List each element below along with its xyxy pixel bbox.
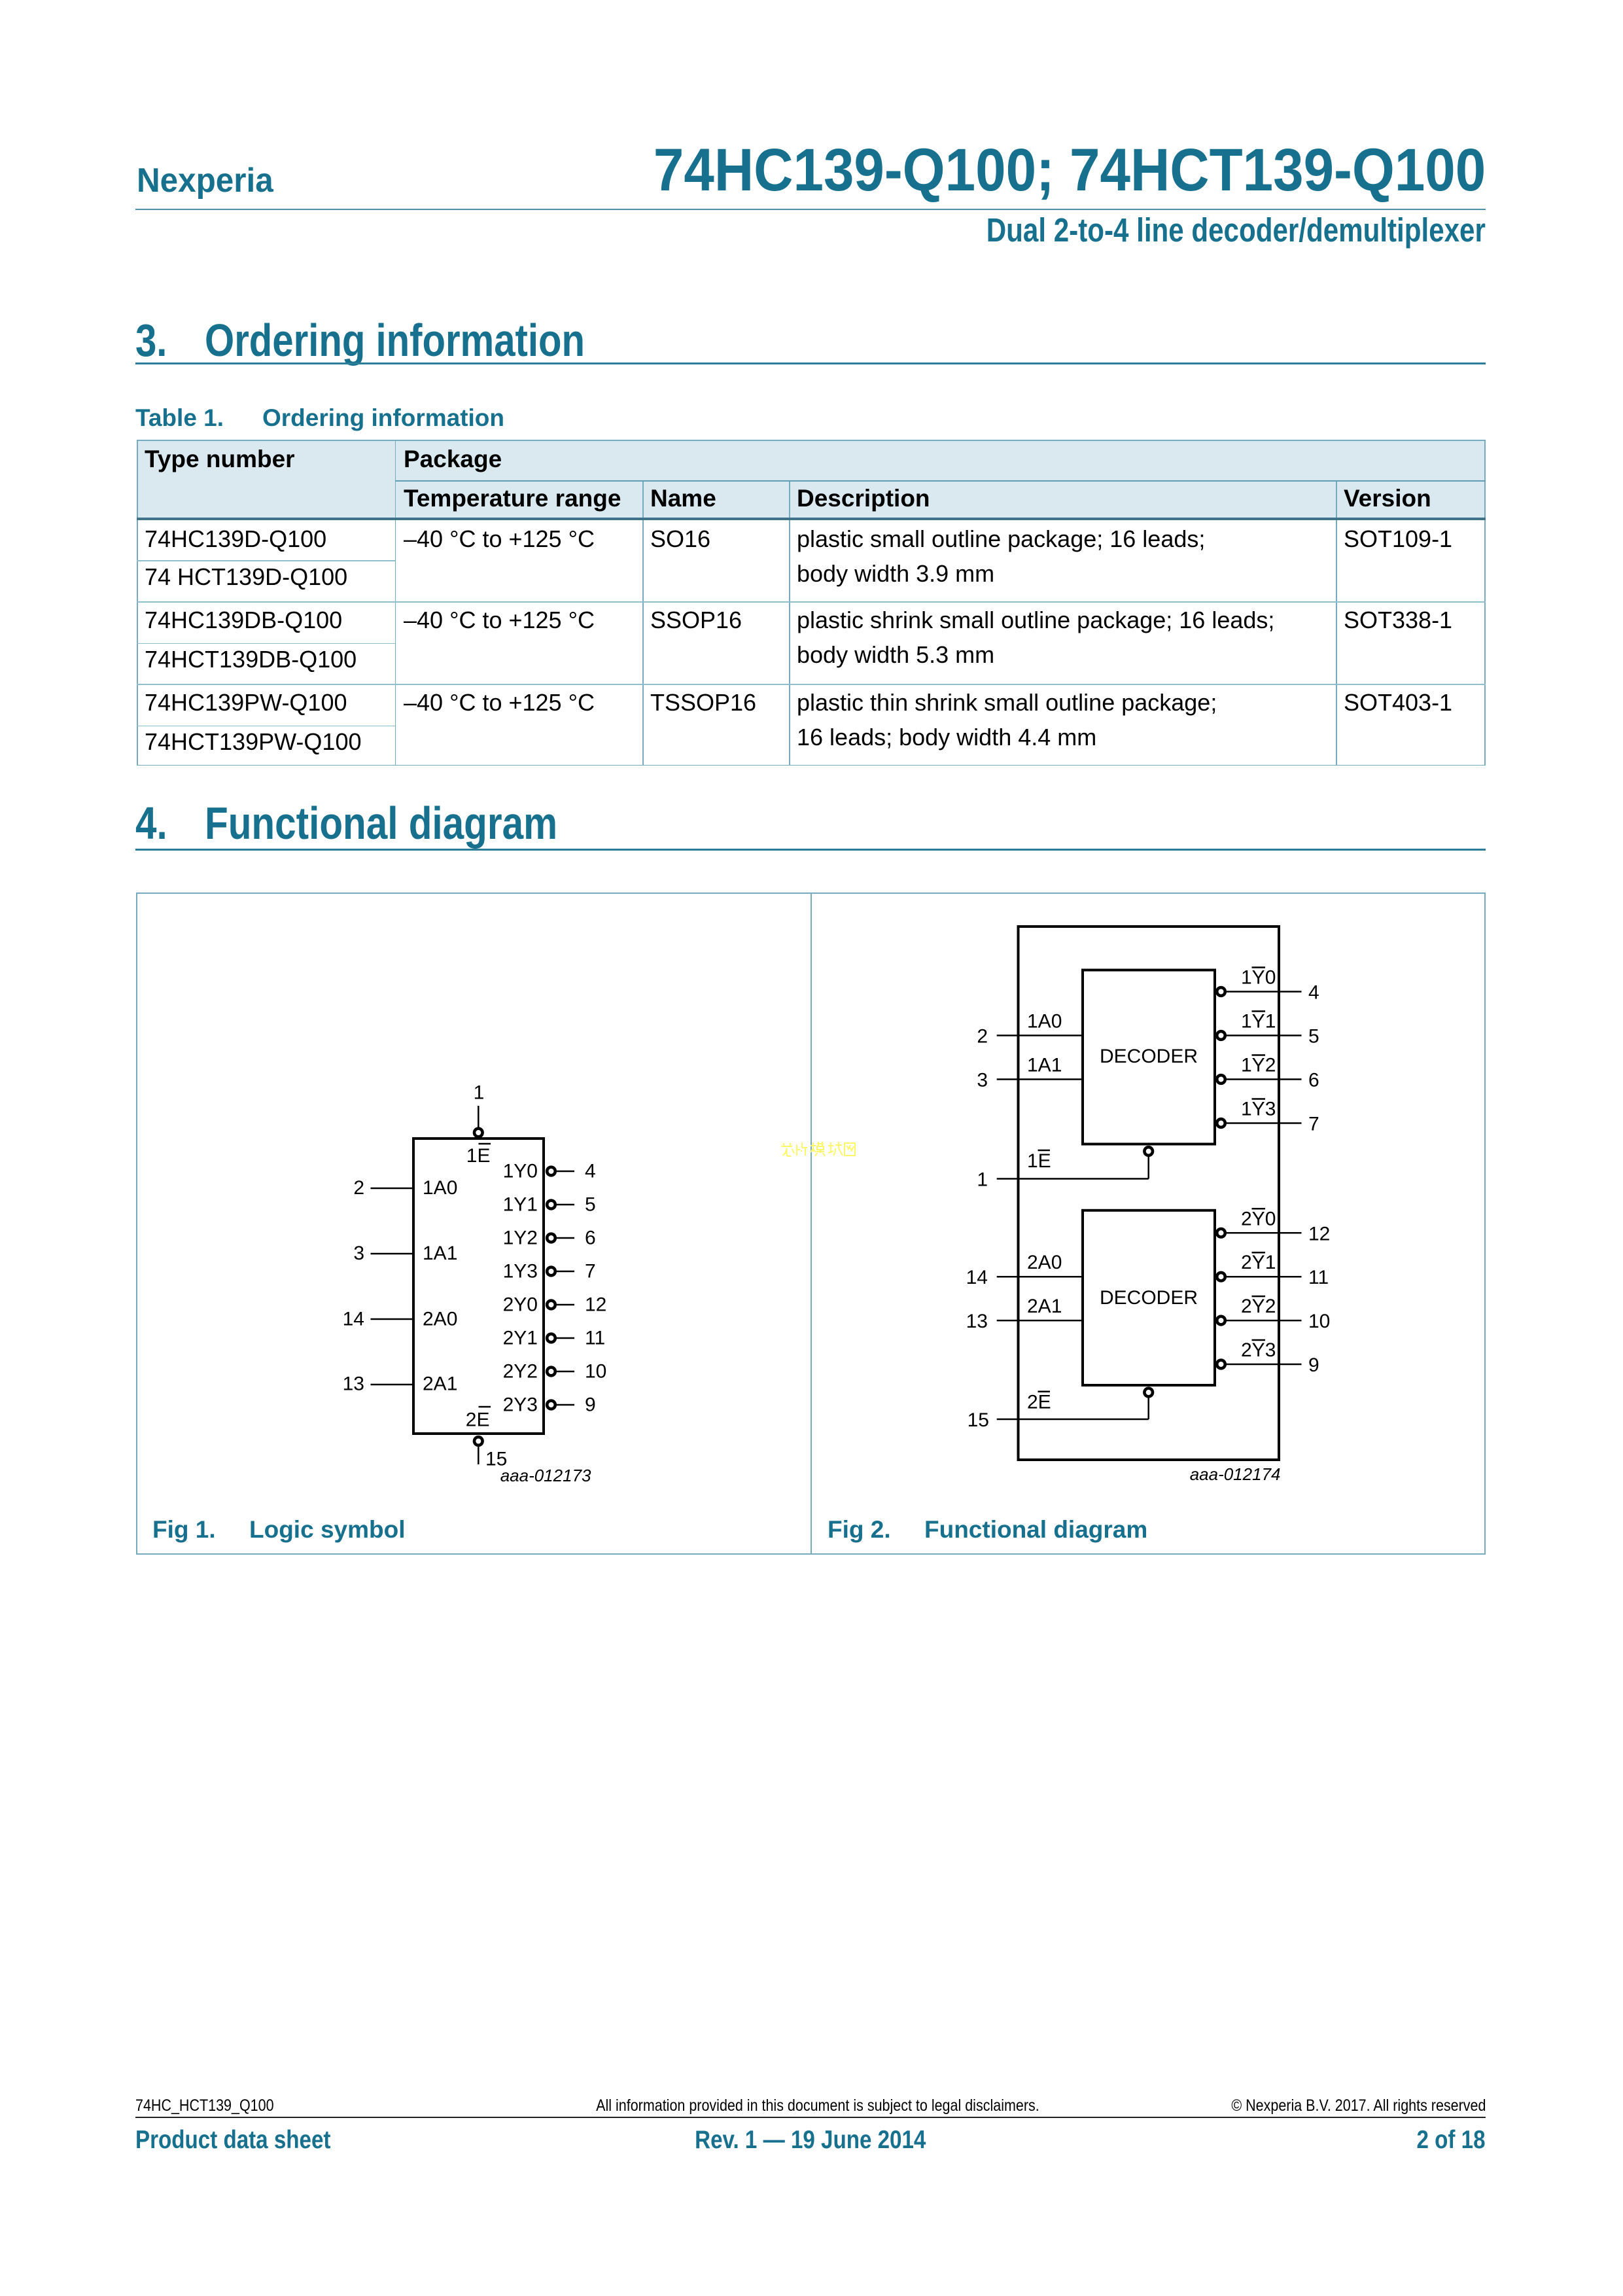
svg-text:6: 6 (1308, 1070, 1319, 1091)
svg-text:9: 9 (1308, 1354, 1319, 1376)
svg-text:2Y1: 2Y1 (503, 1327, 538, 1349)
svg-text:7: 7 (585, 1260, 596, 1282)
svg-text:14: 14 (966, 1267, 988, 1288)
svg-text:1Y2: 1Y2 (503, 1227, 538, 1248)
svg-text:2Y3: 2Y3 (1241, 1339, 1276, 1361)
svg-text:1Y3: 1Y3 (1241, 1099, 1276, 1120)
svg-text:1E: 1E (1027, 1150, 1051, 1172)
svg-text:13: 13 (966, 1311, 988, 1332)
svg-text:12: 12 (585, 1294, 606, 1315)
svg-text:1Y1: 1Y1 (1241, 1011, 1276, 1033)
svg-text:1Y0: 1Y0 (1241, 967, 1276, 989)
svg-text:11: 11 (585, 1327, 605, 1349)
svg-text:6: 6 (585, 1227, 596, 1248)
svg-text:9: 9 (585, 1394, 596, 1415)
svg-text:2Y1: 2Y1 (1241, 1252, 1276, 1273)
svg-text:2A0: 2A0 (423, 1309, 457, 1330)
svg-text:1A0: 1A0 (423, 1177, 457, 1199)
svg-text:aaa-012173: aaa-012173 (500, 1466, 591, 1485)
svg-text:12: 12 (1308, 1223, 1330, 1245)
svg-text:2Y3: 2Y3 (503, 1394, 538, 1415)
svg-text:5: 5 (585, 1193, 596, 1215)
svg-text:2A1: 2A1 (1027, 1296, 1062, 1317)
svg-text:2Y0: 2Y0 (503, 1294, 538, 1315)
svg-text:14: 14 (343, 1309, 364, 1330)
svg-text:aaa-012174: aaa-012174 (1190, 1464, 1281, 1484)
svg-text:1A1: 1A1 (1027, 1055, 1062, 1076)
svg-text:2Y2: 2Y2 (503, 1360, 538, 1382)
svg-text:3: 3 (353, 1243, 364, 1264)
svg-text:4: 4 (585, 1160, 596, 1182)
svg-text:7: 7 (1308, 1114, 1319, 1135)
svg-text:2A1: 2A1 (423, 1373, 457, 1395)
svg-text:1Y3: 1Y3 (503, 1260, 538, 1282)
svg-text:11: 11 (1308, 1267, 1329, 1288)
svg-text:3: 3 (977, 1070, 988, 1091)
svg-text:2: 2 (977, 1026, 988, 1048)
svg-text:13: 13 (343, 1373, 364, 1395)
svg-text:2E: 2E (1027, 1391, 1051, 1413)
svg-text:1Y2: 1Y2 (1241, 1055, 1276, 1076)
svg-text:2: 2 (353, 1177, 364, 1199)
svg-text:15: 15 (968, 1409, 989, 1431)
svg-text:1Y0: 1Y0 (503, 1160, 538, 1182)
svg-text:15: 15 (485, 1449, 507, 1470)
svg-text:10: 10 (585, 1360, 606, 1382)
svg-text:1A0: 1A0 (1027, 1011, 1062, 1033)
svg-text:1: 1 (474, 1082, 485, 1104)
svg-text:1E: 1E (466, 1145, 491, 1167)
svg-text:DECODER: DECODER (1100, 1287, 1198, 1309)
svg-text:2Y0: 2Y0 (1241, 1208, 1276, 1229)
svg-text:1: 1 (977, 1169, 988, 1191)
svg-text:2A0: 2A0 (1027, 1252, 1062, 1273)
svg-text:2Y2: 2Y2 (1241, 1296, 1276, 1317)
svg-text:10: 10 (1308, 1311, 1330, 1332)
svg-text:4: 4 (1308, 982, 1319, 1004)
svg-text:1A1: 1A1 (423, 1243, 457, 1264)
svg-text:1Y1: 1Y1 (503, 1193, 538, 1215)
svg-text:DECODER: DECODER (1100, 1046, 1198, 1067)
svg-text:5: 5 (1308, 1026, 1319, 1048)
svg-text:2E: 2E (466, 1409, 490, 1430)
